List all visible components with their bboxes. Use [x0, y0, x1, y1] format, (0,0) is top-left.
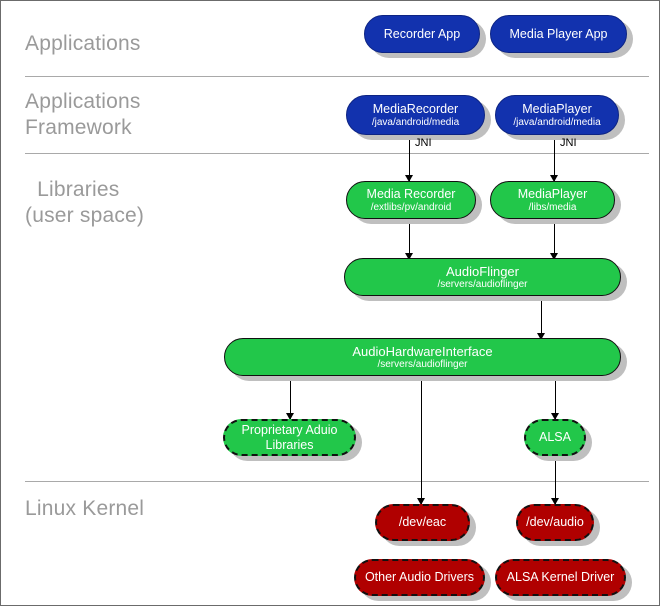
- arrowhead-mediaplayer-lib: [550, 175, 558, 182]
- node-other-audio-drivers-title: Other Audio Drivers: [364, 570, 475, 584]
- node-dev-audio-title: /dev/audio: [526, 515, 584, 529]
- connector-mediarecorder-to-media-recorder: [409, 139, 410, 181]
- arrowhead-dev-eac: [417, 498, 425, 505]
- node-recorder-app-title: Recorder App: [383, 26, 461, 41]
- node-media-player-app[interactable]: Media Player App: [490, 15, 627, 53]
- arrowhead-alsa: [551, 413, 559, 420]
- node-media-recorder-library-title: Media Recorder: [366, 186, 456, 201]
- node-dev-eac[interactable]: /dev/eac: [375, 504, 470, 541]
- arrowhead-audioflinger-left: [405, 253, 413, 260]
- node-media-recorder-library[interactable]: Media Recorder /extlibs/pv/android: [346, 181, 476, 219]
- node-media-recorder-library-path: /extlibs/pv/android: [370, 201, 452, 213]
- node-mediaplayer-library-title: MediaPlayer: [517, 186, 588, 201]
- connector-alsa-to-dev-audio: [555, 456, 556, 504]
- node-proprietary-audio-libraries-title: Proprietary Aduio: [241, 422, 338, 437]
- node-mediaplayer-library[interactable]: MediaPlayer /libs/media: [490, 181, 615, 219]
- connector-media-recorder-to-audioflinger: [409, 221, 410, 261]
- node-mediaplayer-framework-title: MediaPlayer: [522, 101, 592, 116]
- node-dev-audio[interactable]: /dev/audio: [516, 504, 594, 541]
- node-mediarecorder-framework[interactable]: MediaRecorder /java/android/media: [346, 95, 485, 135]
- node-alsa[interactable]: ALSA: [524, 419, 586, 456]
- layer-label-applications-framework: Applications Framework: [25, 90, 141, 139]
- node-alsa-kernel-driver-title: ALSA Kernel Driver: [506, 570, 615, 584]
- layer-label-linux-kernel: Linux Kernel: [25, 497, 145, 520]
- arrowhead-media-recorder: [405, 175, 413, 182]
- arrowhead-audiohardwareinterface: [537, 333, 545, 340]
- node-audioflinger-path: /servers/audioflinger: [437, 278, 528, 290]
- layer-label-libraries: Libraries (user space): [25, 178, 145, 227]
- edge-label-jni-right: JNI: [560, 137, 577, 149]
- arrowhead-proprietary: [286, 413, 294, 420]
- node-audioflinger[interactable]: AudioFlinger /servers/audioflinger: [344, 258, 621, 296]
- node-proprietary-audio-libraries[interactable]: Proprietary Aduio Libraries: [223, 419, 356, 456]
- node-audiohardwareinterface-title: AudioHardwareInterface: [352, 343, 493, 359]
- node-mediaplayer-framework[interactable]: MediaPlayer /java/android/media: [495, 95, 619, 135]
- node-mediarecorder-framework-title: MediaRecorder: [372, 101, 459, 116]
- layer-label-applications: Applications: [25, 32, 141, 55]
- node-audioflinger-title: AudioFlinger: [446, 263, 519, 279]
- connector-ahi-to-alsa: [555, 376, 556, 420]
- edge-label-jni-left: JNI: [415, 137, 432, 149]
- node-audiohardwareinterface-path: /servers/audioflinger: [377, 358, 468, 370]
- node-mediarecorder-framework-path: /java/android/media: [371, 116, 460, 128]
- node-proprietary-audio-libraries-title-line2: Libraries: [265, 437, 314, 452]
- arrowhead-audioflinger-right: [550, 253, 558, 260]
- connector-mediaplayer-fw-to-lib: [554, 139, 555, 181]
- divider-applications-framework: [25, 153, 649, 154]
- node-alsa-title: ALSA: [539, 430, 571, 444]
- connector-ahi-to-dev-eac: [421, 376, 422, 504]
- connector-audioflinger-to-audiohardwareinterface: [541, 297, 542, 341]
- divider-linux-kernel: [25, 481, 649, 482]
- node-media-player-app-title: Media Player App: [509, 26, 608, 41]
- node-audiohardwareinterface[interactable]: AudioHardwareInterface /servers/audiofli…: [224, 338, 621, 376]
- node-mediaplayer-framework-path: /java/android/media: [513, 116, 601, 128]
- arrowhead-dev-audio: [551, 498, 559, 505]
- node-other-audio-drivers[interactable]: Other Audio Drivers: [354, 559, 485, 596]
- node-recorder-app[interactable]: Recorder App: [364, 15, 480, 53]
- node-mediaplayer-library-path: /libs/media: [528, 201, 577, 213]
- node-alsa-kernel-driver[interactable]: ALSA Kernel Driver: [495, 559, 626, 596]
- connector-ahi-to-proprietary: [290, 376, 291, 420]
- node-dev-eac-title: /dev/eac: [398, 515, 447, 529]
- connector-mediaplayer-to-audioflinger: [554, 221, 555, 261]
- divider-applications: [25, 76, 649, 77]
